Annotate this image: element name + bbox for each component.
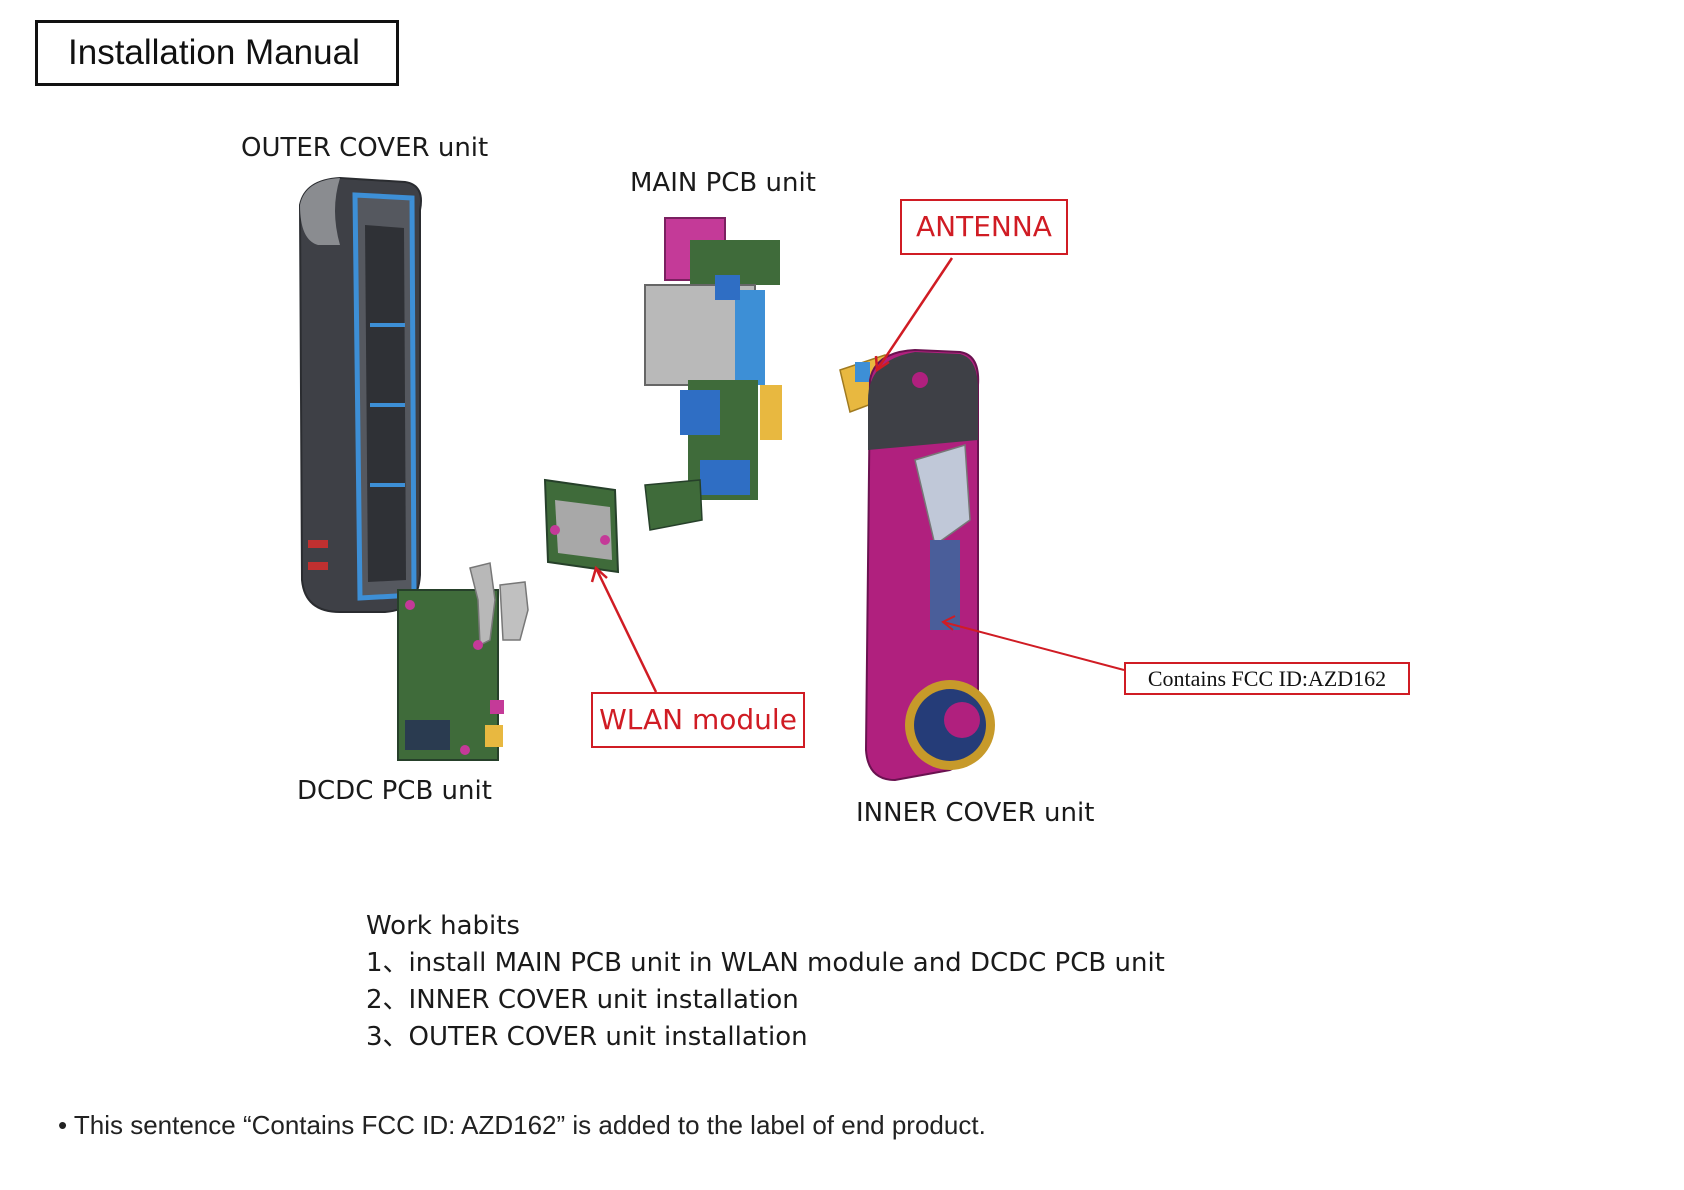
fcc-footnote: • This sentence “Contains FCC ID: AZD162… bbox=[58, 1110, 986, 1140]
work-habits-heading: Work habits bbox=[366, 911, 520, 941]
work-habits-list: Work habits 1、install MAIN PCB unit in W… bbox=[366, 908, 1165, 1056]
outer-cover-label: OUTER COVER unit bbox=[241, 133, 489, 163]
antenna-callout: ANTENNA bbox=[900, 199, 1068, 255]
antenna-arrowhead bbox=[874, 355, 890, 373]
wlan-module-callout: WLAN module bbox=[591, 692, 805, 748]
wlan-module-drawing bbox=[543, 478, 620, 574]
inner-cover-label: INNER COVER unit bbox=[856, 798, 1095, 828]
outer-cover-drawing bbox=[298, 176, 422, 613]
page-title: Installation Manual bbox=[35, 20, 399, 86]
inner-cover-drawing bbox=[839, 348, 995, 782]
fcc-leader-line bbox=[942, 621, 1125, 671]
work-step: 3、OUTER COVER unit installation bbox=[366, 1022, 808, 1052]
antenna-leader-line bbox=[875, 257, 954, 371]
dcdc-pcb-label: DCDC PCB unit bbox=[297, 776, 492, 806]
wlan-leader-line bbox=[594, 567, 658, 693]
dcdc-pcb-drawing bbox=[397, 562, 529, 761]
fcc-arrowhead bbox=[941, 615, 956, 631]
fcc-id-label: Contains FCC ID:AZD162 bbox=[1124, 662, 1410, 695]
main-pcb-drawing bbox=[644, 217, 782, 531]
work-step: 2、INNER COVER unit installation bbox=[366, 985, 799, 1015]
main-pcb-label: MAIN PCB unit bbox=[630, 168, 816, 198]
wlan-arrowhead bbox=[590, 565, 608, 583]
work-step: 1、install MAIN PCB unit in WLAN module a… bbox=[366, 948, 1165, 978]
